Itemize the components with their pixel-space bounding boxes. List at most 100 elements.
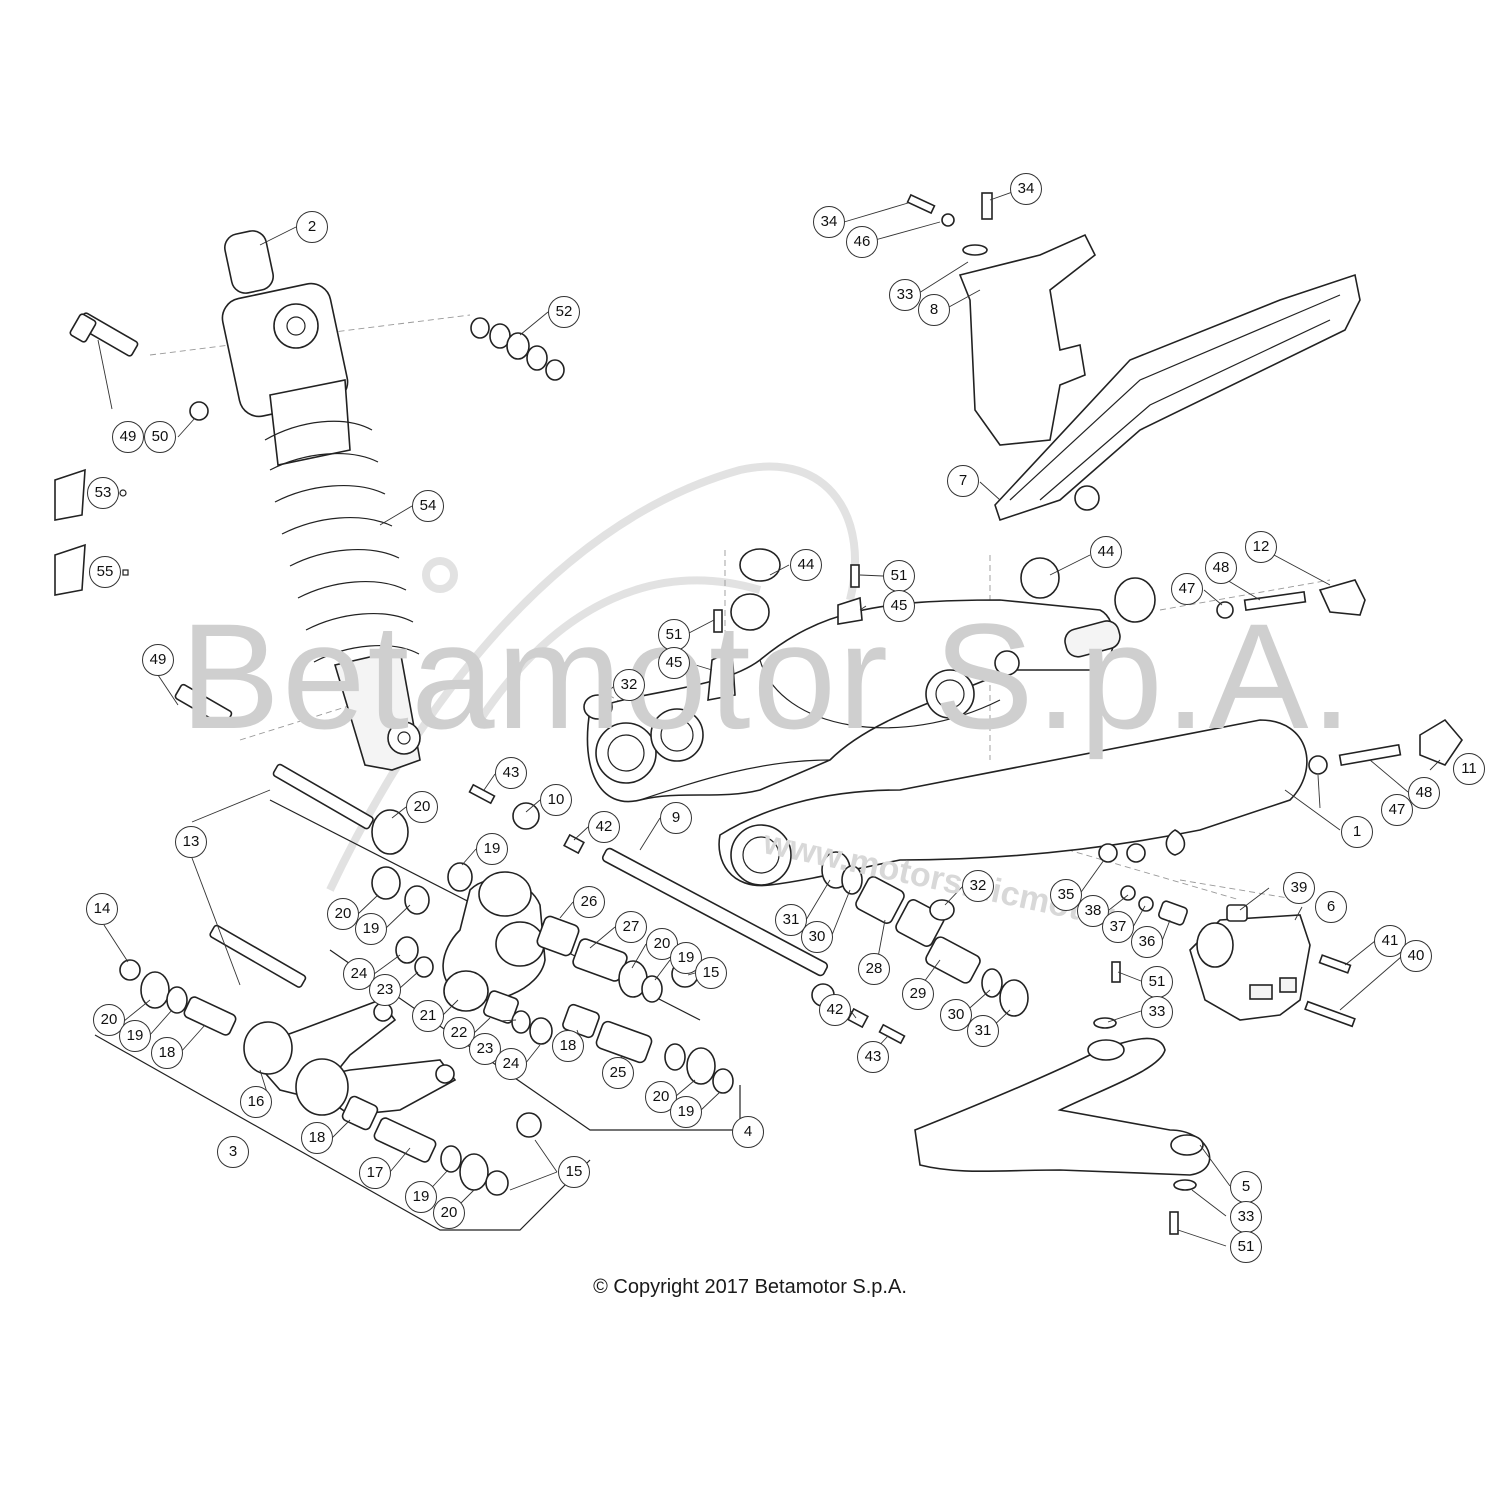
- chain-slider: [914, 961, 1211, 1235]
- callout-13[interactable]: 13: [175, 826, 207, 858]
- callout-51-bottom[interactable]: 51: [1230, 1231, 1262, 1263]
- callout-39[interactable]: 39: [1283, 872, 1315, 904]
- pivot-bearings: [821, 851, 1029, 1017]
- callout-53[interactable]: 53: [87, 477, 119, 509]
- callout-43-lower[interactable]: 43: [857, 1041, 889, 1073]
- callout-11[interactable]: 11: [1453, 753, 1485, 785]
- callout-27[interactable]: 27: [615, 911, 647, 943]
- callout-51-upper[interactable]: 51: [883, 560, 915, 592]
- callout-52[interactable]: 52: [548, 296, 580, 328]
- copyright-notice: © Copyright 2017 Betamotor S.p.A.: [593, 1276, 907, 1298]
- callout-49-lower[interactable]: 49: [142, 644, 174, 676]
- callout-47-lower[interactable]: 47: [1381, 794, 1413, 826]
- callout-19-e[interactable]: 19: [119, 1020, 151, 1052]
- callout-20-a[interactable]: 20: [406, 791, 438, 823]
- callout-6[interactable]: 6: [1315, 891, 1347, 923]
- swingarm-pads: [707, 548, 1156, 701]
- callout-19-a[interactable]: 19: [476, 833, 508, 865]
- callout-45-left[interactable]: 45: [658, 647, 690, 679]
- callout-44-right[interactable]: 44: [1090, 536, 1122, 568]
- callout-24-b[interactable]: 24: [495, 1048, 527, 1080]
- callout-32-left[interactable]: 32: [613, 669, 645, 701]
- callout-35[interactable]: 35: [1050, 879, 1082, 911]
- chain-adjuster-right: [1216, 579, 1366, 619]
- callout-7[interactable]: 7: [947, 465, 979, 497]
- callout-17[interactable]: 17: [359, 1157, 391, 1189]
- shock-absorber: [221, 230, 421, 771]
- callout-37[interactable]: 37: [1102, 911, 1134, 943]
- swingarm: [586, 599, 1308, 887]
- callout-46[interactable]: 46: [846, 226, 878, 258]
- callout-31-a[interactable]: 31: [775, 904, 807, 936]
- callout-21[interactable]: 21: [412, 1000, 444, 1032]
- callout-33-bottom[interactable]: 33: [1230, 1201, 1262, 1233]
- chain-guide: [1189, 904, 1356, 1028]
- callout-34-right[interactable]: 34: [1010, 173, 1042, 205]
- callout-18-c[interactable]: 18: [301, 1122, 333, 1154]
- leader-lines: [97, 189, 1441, 1247]
- callout-45-upper[interactable]: 45: [883, 590, 915, 622]
- callout-20-f[interactable]: 20: [433, 1197, 465, 1229]
- chain-guide-hardware: [1098, 843, 1188, 926]
- callout-20-e[interactable]: 20: [93, 1004, 125, 1036]
- callout-15-a[interactable]: 15: [695, 957, 727, 989]
- callout-23-a[interactable]: 23: [369, 974, 401, 1006]
- callout-5[interactable]: 5: [1230, 1171, 1262, 1203]
- callout-8[interactable]: 8: [918, 294, 950, 326]
- callout-50[interactable]: 50: [144, 421, 176, 453]
- callout-40[interactable]: 40: [1400, 940, 1432, 972]
- group-bracket-3: [94, 1034, 591, 1231]
- callout-19-f[interactable]: 19: [405, 1181, 437, 1213]
- callout-34-left[interactable]: 34: [813, 206, 845, 238]
- linkage-rocker: [371, 809, 734, 1094]
- callout-43-upper[interactable]: 43: [495, 757, 527, 789]
- callout-42-upper[interactable]: 42: [588, 811, 620, 843]
- callout-2[interactable]: 2: [296, 211, 328, 243]
- callout-36[interactable]: 36: [1131, 926, 1163, 958]
- callout-48-lower[interactable]: 48: [1408, 777, 1440, 809]
- shock-mount-bolt-upper: [69, 312, 139, 357]
- callout-55[interactable]: 55: [89, 556, 121, 588]
- callout-1[interactable]: 1: [1341, 816, 1373, 848]
- callout-16[interactable]: 16: [240, 1086, 272, 1118]
- linkage-bolts: [209, 763, 374, 988]
- callout-44-left[interactable]: 44: [790, 549, 822, 581]
- callout-18-a[interactable]: 18: [552, 1030, 584, 1062]
- linkage-lever: [119, 959, 542, 1196]
- callout-28[interactable]: 28: [858, 953, 890, 985]
- callout-19-b[interactable]: 19: [355, 913, 387, 945]
- callout-29[interactable]: 29: [902, 978, 934, 1010]
- callout-48-upper[interactable]: 48: [1205, 552, 1237, 584]
- shock-bushing-kit: [470, 317, 565, 381]
- callout-33-top[interactable]: 33: [889, 279, 921, 311]
- callout-26[interactable]: 26: [573, 886, 605, 918]
- callout-51-middle[interactable]: 51: [1141, 966, 1173, 998]
- callout-30-b[interactable]: 30: [940, 999, 972, 1031]
- callout-4[interactable]: 4: [732, 1116, 764, 1148]
- callout-20-b[interactable]: 20: [327, 898, 359, 930]
- callout-30-a[interactable]: 30: [801, 921, 833, 953]
- callout-10[interactable]: 10: [540, 784, 572, 816]
- callout-31-b[interactable]: 31: [967, 1015, 999, 1047]
- callout-51-left[interactable]: 51: [658, 619, 690, 651]
- callout-19-d[interactable]: 19: [670, 1096, 702, 1128]
- shock-nut: [189, 401, 209, 421]
- callout-24-a[interactable]: 24: [343, 958, 375, 990]
- callout-54[interactable]: 54: [412, 490, 444, 522]
- callout-19-c[interactable]: 19: [670, 942, 702, 974]
- callout-42-lower[interactable]: 42: [819, 994, 851, 1026]
- callout-18-b[interactable]: 18: [151, 1037, 183, 1069]
- callout-15-b[interactable]: 15: [558, 1156, 590, 1188]
- callout-47-upper[interactable]: 47: [1171, 573, 1203, 605]
- callout-14[interactable]: 14: [86, 893, 118, 925]
- callout-12[interactable]: 12: [1245, 531, 1277, 563]
- callout-33-middle[interactable]: 33: [1141, 996, 1173, 1028]
- callout-3[interactable]: 3: [217, 1136, 249, 1168]
- chain-guard: [994, 273, 1361, 522]
- callout-32-right[interactable]: 32: [962, 870, 994, 902]
- chain-adjuster-left: [1308, 718, 1464, 775]
- callout-9[interactable]: 9: [660, 802, 692, 834]
- callout-25[interactable]: 25: [602, 1057, 634, 1089]
- callout-49-upper[interactable]: 49: [112, 421, 144, 453]
